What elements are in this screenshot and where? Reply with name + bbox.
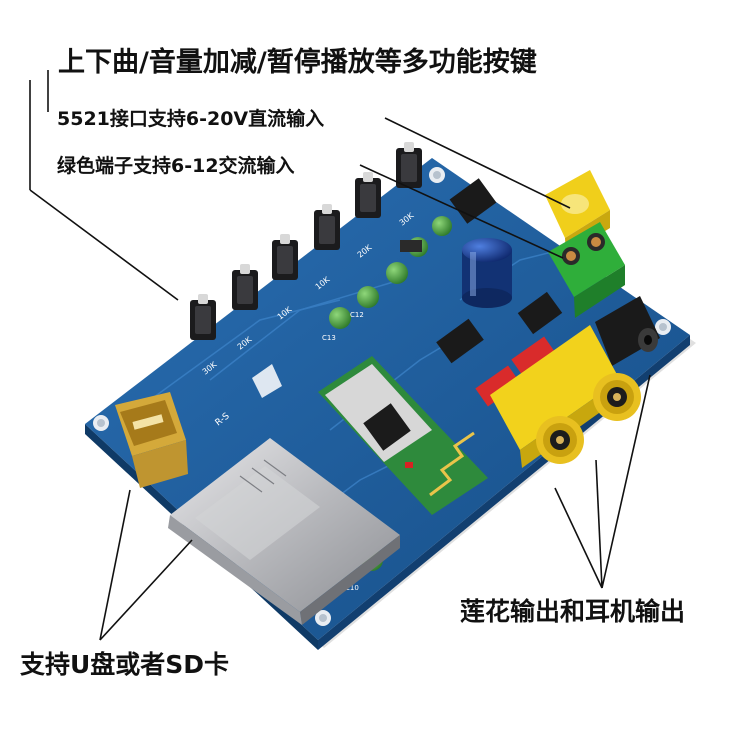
green-capacitor [357, 286, 379, 308]
mounting-hole [659, 323, 667, 331]
regulator-tab [517, 291, 563, 335]
screw-terminal [548, 222, 625, 318]
large-capacitor [462, 238, 512, 308]
green-capacitor [386, 262, 408, 284]
headphone-jack [595, 296, 660, 366]
sd-card-slot [168, 438, 400, 625]
mounting-hole [433, 171, 441, 179]
callout-outputs: 莲花输出和耳机输出 [460, 597, 686, 626]
bluetooth-module [318, 356, 488, 515]
ic-chip [436, 318, 484, 364]
tactile-button [272, 234, 298, 280]
rca-pin-red [475, 365, 521, 407]
callout-line-rca2 [554, 487, 603, 589]
tactile-button [314, 204, 340, 250]
tactile-button [355, 172, 381, 218]
capacitor-labels: C13 C12 C10 [322, 311, 364, 592]
antenna-trace [429, 431, 475, 497]
callout-line-buttons-to-board [29, 189, 179, 301]
rca-connectors [475, 325, 641, 468]
green-capacitor [432, 216, 452, 236]
capacitor-label: C10 [345, 584, 359, 592]
led-red [405, 462, 413, 468]
callout-line-rca [595, 459, 603, 589]
rca-jack-left [536, 416, 584, 464]
callout-storage: 支持U盘或者SD卡 [20, 650, 230, 679]
callout-buttons: 上下曲/音量加减/暂停播放等多功能按键 [58, 47, 537, 78]
callout-dc-input: 5521接口支持6-20V直流输入 [57, 108, 325, 130]
bluetooth-chip [363, 403, 411, 451]
callout-line-ac [359, 164, 564, 259]
green-capacitor [329, 307, 351, 329]
callout-line-usb [99, 489, 131, 641]
usb-port [115, 392, 188, 488]
callout-line-dc [384, 117, 571, 209]
smd-component [400, 240, 422, 252]
rca-pin-red [511, 336, 557, 378]
callout-ac-input: 绿色端子支持6-12交流输入 [57, 155, 295, 177]
rca-jack-right [593, 373, 641, 421]
rca-housing [490, 325, 620, 450]
mounting-hole [319, 614, 327, 622]
callout-line-sd [99, 539, 193, 641]
button-row [190, 142, 422, 340]
tactile-button [396, 142, 422, 188]
capacitor-label: C12 [350, 311, 364, 319]
callout-lines [29, 70, 651, 641]
callout-line-headphone [601, 374, 651, 589]
ic-chips [400, 178, 563, 364]
capacitor-label: C13 [322, 334, 336, 342]
voltage-regulator [449, 178, 497, 224]
mounting-holes [93, 167, 671, 626]
mounting-hole [97, 419, 105, 427]
tactile-button [190, 294, 216, 340]
tactile-button [232, 264, 258, 310]
